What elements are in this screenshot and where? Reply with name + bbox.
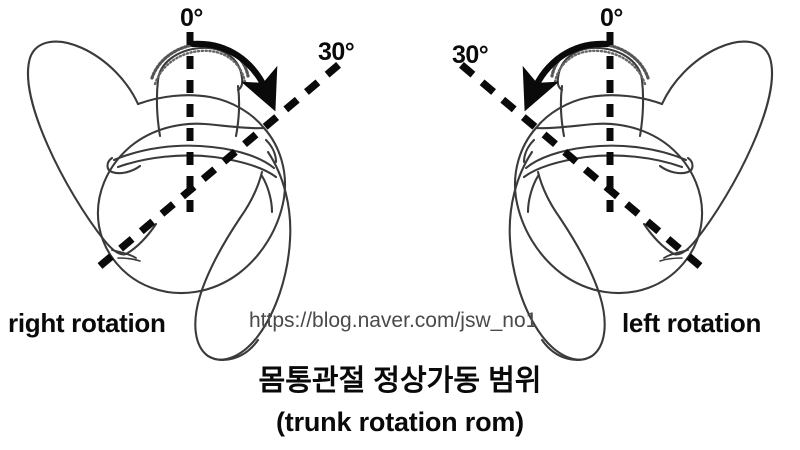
left-rotation-caption: left rotation <box>622 308 762 338</box>
caption-korean: 몸통관절 정상가동 범위 <box>258 365 542 397</box>
left-thirty-degree-label: 30° <box>318 38 355 66</box>
blog-url-watermark: https://blog.naver.com/jsw_no1 <box>249 309 538 332</box>
right-rotation-arrow <box>522 40 611 112</box>
right-zero-degree-label: 0° <box>600 4 623 32</box>
left-body-drawing <box>26 40 292 361</box>
left-thirty-degree-line <box>97 59 345 269</box>
caption-english: (trunk rotation rom) <box>276 407 524 437</box>
left-rotation-arrow <box>189 40 278 112</box>
right-thirty-degree-line <box>455 59 703 269</box>
right-rotation-caption: right rotation <box>8 308 166 338</box>
left-zero-degree-label: 0° <box>180 4 203 32</box>
right-thirty-degree-label: 30° <box>452 41 489 69</box>
